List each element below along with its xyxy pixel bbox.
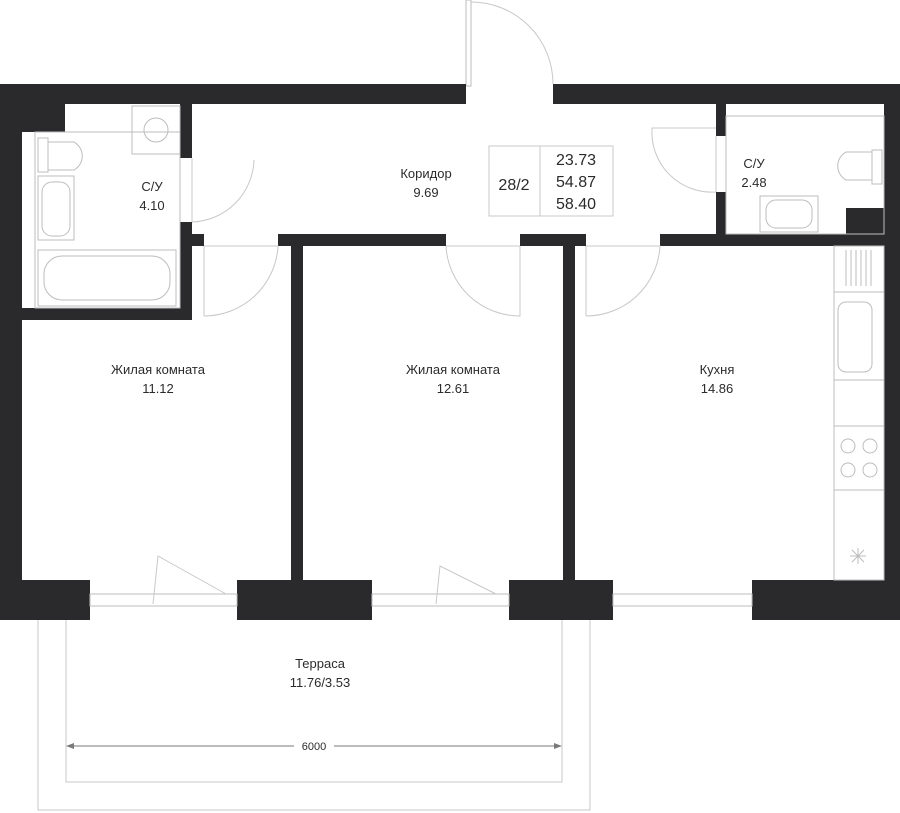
walls bbox=[0, 84, 900, 620]
corridor-name: Коридор bbox=[400, 166, 451, 181]
entrance-door bbox=[465, 0, 554, 87]
terrace-width-label: 6000 bbox=[302, 741, 326, 753]
kitchen-fixtures bbox=[833, 245, 885, 581]
terrace-outline bbox=[37, 620, 591, 811]
room-labels: С/У 4.10 Коридор 9.69 С/У 2.48 Жилая ком… bbox=[111, 156, 767, 690]
left-bathroom-fixtures bbox=[34, 105, 181, 309]
dimension-line: 6000 bbox=[66, 738, 562, 753]
area-living: 23.73 bbox=[556, 152, 596, 169]
windows bbox=[89, 555, 753, 607]
radiator-icon bbox=[845, 250, 872, 286]
corridor-area: 9.69 bbox=[413, 185, 438, 200]
living-2-area: 12.61 bbox=[437, 381, 470, 396]
area-total: 54.87 bbox=[556, 174, 596, 191]
bath-right-area: 2.48 bbox=[741, 175, 766, 190]
right-bathroom-fixtures bbox=[725, 115, 885, 235]
area-summary: 28/2 23.73 54.87 58.40 bbox=[488, 145, 614, 217]
living-1-area: 11.12 bbox=[142, 381, 174, 396]
living-2-name: Жилая комната bbox=[406, 362, 501, 377]
interior-doors bbox=[191, 127, 717, 317]
bath-left-name: С/У bbox=[141, 179, 163, 194]
bath-left-area: 4.10 bbox=[139, 198, 164, 213]
kitchen-area: 14.86 bbox=[701, 381, 734, 396]
area-with-terrace: 58.40 bbox=[556, 196, 596, 213]
living-1-name: Жилая комната bbox=[111, 362, 206, 377]
apartment-number: 28/2 bbox=[498, 177, 529, 194]
terrace-area: 11.76/3.53 bbox=[290, 675, 350, 690]
kitchen-name: Кухня bbox=[700, 362, 735, 377]
vent-icon bbox=[850, 548, 866, 564]
stove-icon bbox=[840, 438, 878, 478]
sink-icon bbox=[837, 301, 873, 373]
terrace-name: Терраса bbox=[295, 656, 346, 671]
bath-right-name: С/У bbox=[743, 156, 765, 171]
